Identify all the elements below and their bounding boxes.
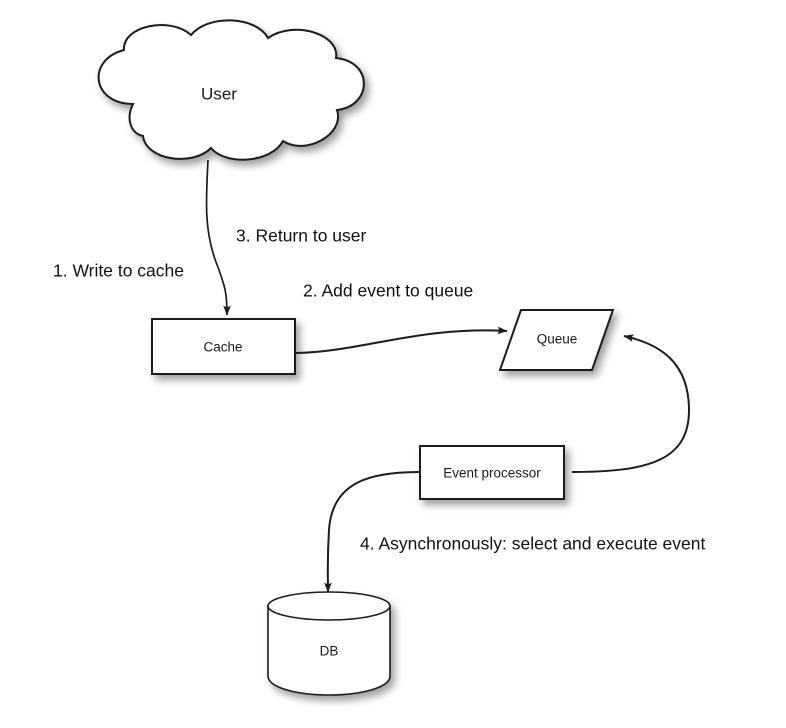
- node-user-label: User: [201, 84, 237, 103]
- node-cache-label: Cache: [203, 340, 242, 355]
- db-top-ellipse: [267, 591, 391, 621]
- node-db[interactable]: DB: [267, 591, 391, 696]
- edge-user-to-cache: [205, 159, 231, 316]
- queue-shape: [498, 309, 615, 371]
- step-label-1: 1. Write to cache: [53, 261, 184, 281]
- edge-queue-to-event-processor: [571, 334, 691, 473]
- node-user[interactable]: User: [97, 19, 365, 161]
- node-queue-label: Queue: [537, 332, 578, 347]
- cache-shape: [151, 318, 296, 375]
- node-queue[interactable]: Queue: [498, 309, 615, 371]
- node-db-label: DB: [320, 644, 339, 659]
- edge-event-processor-to-db: [324, 471, 420, 593]
- event-processor-shape: [419, 445, 565, 500]
- node-event-processor[interactable]: Event processor: [419, 445, 565, 500]
- step-label-4: 4. Asynchronously: select and execute ev…: [360, 534, 705, 554]
- step-label-3: 3. Return to user: [236, 226, 367, 246]
- db-body: [267, 605, 391, 696]
- node-cache[interactable]: Cache: [151, 318, 296, 375]
- node-event-processor-label: Event processor: [443, 466, 541, 481]
- edge-cache-to-queue: [295, 326, 508, 354]
- cloud-shape: [97, 19, 365, 161]
- step-label-2: 2. Add event to queue: [303, 281, 473, 301]
